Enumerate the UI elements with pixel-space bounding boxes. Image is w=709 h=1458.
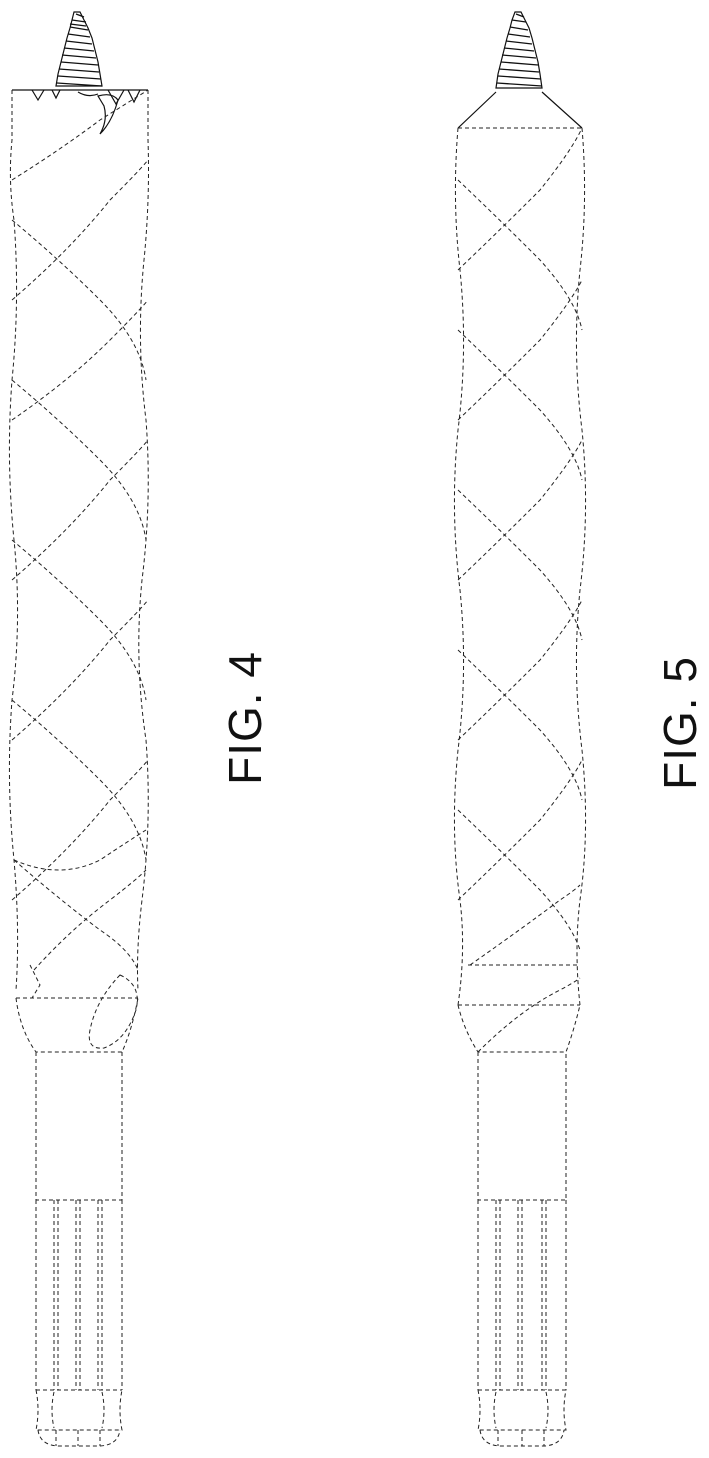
fig5-flute-11 <box>470 885 580 965</box>
fig4-flute-6 <box>12 440 148 580</box>
fig4-flute-10 <box>12 760 148 900</box>
fig5-body-outline-left <box>454 128 463 1005</box>
fig4-body-outline-left <box>9 90 17 990</box>
fig4-body-outline-right <box>138 90 149 990</box>
fig5-flute-2 <box>458 180 582 330</box>
fig4-cutting-head <box>12 90 148 134</box>
fig5-drill-bit <box>454 12 585 1446</box>
fig5-collar <box>458 965 580 1052</box>
fig5-flute-4 <box>458 330 582 480</box>
fig4-shank <box>36 1052 122 1446</box>
fig5-flute-7 <box>458 600 582 740</box>
fig4-label: FIG. 4 <box>217 643 273 793</box>
fig5-flute-9 <box>458 760 582 900</box>
fig4-flute-8 <box>12 600 148 740</box>
fig5-body-outline-right <box>576 128 585 1005</box>
fig4-collar <box>16 965 138 1052</box>
fig5-shank <box>478 1052 566 1446</box>
fig4-flute-11 <box>14 860 138 970</box>
fig4-flute-4 <box>12 300 148 420</box>
fig4-flute-3 <box>12 220 146 380</box>
fig4-screw-tip <box>56 12 102 86</box>
fig5-screw-tip <box>496 12 542 88</box>
fig4-flute-1 <box>12 90 148 180</box>
fig5-flute-10 <box>458 810 580 950</box>
fig5-flute-3 <box>458 280 582 420</box>
fig4-drill-bit <box>9 12 148 1446</box>
fig5-flute-5 <box>458 440 582 580</box>
fig5-flute-6 <box>458 490 582 640</box>
fig5-label: FIG. 5 <box>652 648 708 798</box>
fig5-cone <box>458 92 582 128</box>
fig4-flute-13 <box>14 830 146 870</box>
fig5-flute-1 <box>458 128 582 270</box>
fig5-flute-8 <box>458 650 582 800</box>
fig4-flute-2 <box>12 160 148 300</box>
